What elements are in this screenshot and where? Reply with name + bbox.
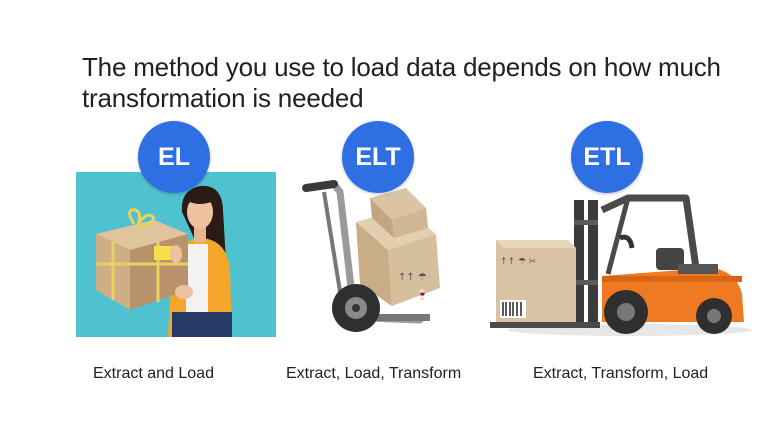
hand-truck-with-boxes-icon: ↑↑ ☂ 🍷	[302, 180, 440, 332]
woman-holding-package-icon	[76, 172, 276, 337]
el-badge: EL	[138, 121, 210, 193]
forklift-with-box-icon: ↑↑ ☂ ✂	[490, 194, 752, 336]
svg-text:↑↑ ☂: ↑↑ ☂	[398, 272, 427, 283]
slide-title: The method you use to load data depends …	[82, 52, 721, 113]
svg-text:↑↑ ☂ ✂: ↑↑ ☂ ✂	[500, 257, 537, 267]
elt-badge: ELT	[342, 121, 414, 193]
elt-caption: Extract, Load, Transform	[286, 365, 462, 382]
etl-badge: ETL	[571, 121, 643, 193]
etl-caption: Extract, Transform, Load	[533, 365, 709, 382]
svg-text:🍷: 🍷	[416, 288, 428, 301]
el-caption: Extract and Load	[93, 365, 214, 382]
